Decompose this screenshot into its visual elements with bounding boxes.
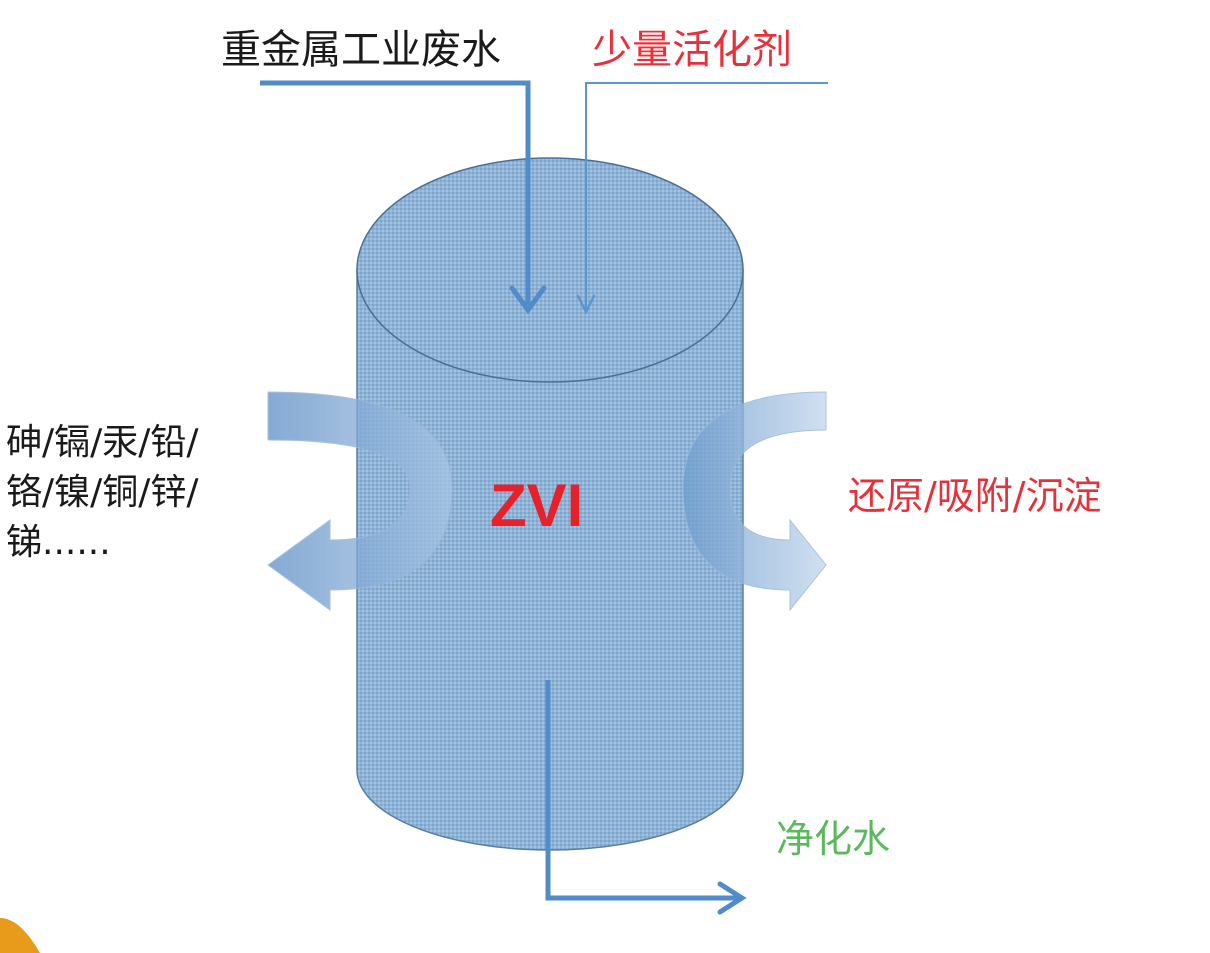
wastewater-inflow-pipe xyxy=(260,80,531,305)
cylinder-top xyxy=(356,157,744,383)
cylinder-body xyxy=(356,269,744,851)
mechanism-label: 还原/吸附/沉淀 xyxy=(848,474,1102,518)
curved-arrow-icon xyxy=(267,391,453,611)
heavy-metals-list: 砷/镉/汞/铅/ 铬/镍/铜/锌/ 锑...... xyxy=(6,418,199,568)
heavy-metals-line-1: 砷/镉/汞/铅/ xyxy=(6,422,199,463)
cylinder-reactor-icon xyxy=(356,157,744,851)
curved-arrow-icon xyxy=(682,391,827,612)
down-arrow-icon xyxy=(576,82,828,315)
right-arrow-icon xyxy=(545,680,747,915)
purified-water-outflow-pipe xyxy=(545,680,738,901)
activator-inflow-pipe xyxy=(585,82,828,310)
purified-water-label: 净化水 xyxy=(776,817,891,861)
heavy-metals-line-3: 锑...... xyxy=(6,522,111,563)
corner-accent-decoration xyxy=(0,918,40,953)
zvi-label: ZVI xyxy=(490,472,584,539)
wastewater-input-label: 重金属工业废水 xyxy=(221,27,501,73)
heavy-metals-line-2: 铬/镍/铜/锌/ xyxy=(6,472,199,513)
down-arrow-icon xyxy=(260,80,547,315)
activator-label: 少量活化剂 xyxy=(592,27,792,73)
